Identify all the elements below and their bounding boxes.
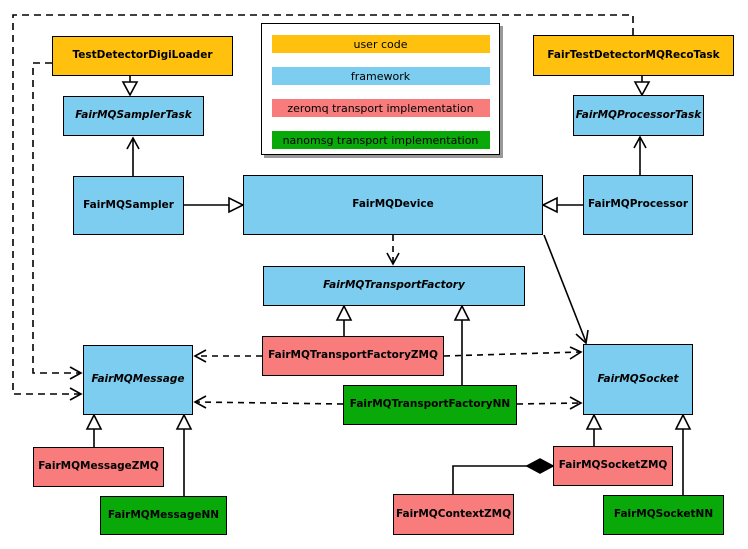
edge-association-device-socket (543, 234, 589, 345)
node-fairmq-transport-factory: FairMQTransportFactory (263, 266, 525, 306)
edge-inheritance-socketnn-socket (674, 413, 692, 495)
edge-inheritance-digiloader-samplertask (121, 76, 139, 97)
node-fairmq-message: FairMQMessage (83, 345, 193, 415)
node-fairmq-device: FairMQDevice (243, 175, 543, 235)
edge-dependency-tfnn-socket (516, 396, 583, 410)
node-fairmq-transport-factory-nn: FairMQTransportFactoryNN (343, 385, 517, 425)
legend-label-framework: framework (350, 69, 411, 83)
legend-label-nanomsg: nanomsg transport implementation (282, 133, 479, 147)
edge-inheritance-messagenn-message (175, 413, 193, 496)
edge-association-sampler-samplertask (126, 136, 140, 176)
edge-inheritance-messagezmq-message (85, 413, 103, 447)
node-fairmq-socket-nn: FairMQSocketNN (603, 495, 724, 535)
edge-inheritance-processor-device (541, 196, 583, 214)
edge-composition-contextzmq-socketzmq (452, 458, 555, 494)
node-fairmq-transport-factory-zmq: FairMQTransportFactoryZMQ (262, 336, 444, 376)
edge-dependency-device-transportfactory (386, 235, 400, 266)
edge-inheritance-tfnn-transportfactory (453, 304, 471, 385)
node-test-detector-digi-loader: TestDetectorDigiLoader (52, 36, 233, 76)
edge-association-processor-processortask (633, 135, 647, 175)
legend-item-user-code: user code (271, 35, 490, 53)
node-fair-test-detector-mq-reco-task: FairTestDetectorMQRecoTask (533, 35, 734, 76)
edge-inheritance-tfzmq-transportfactory (335, 304, 353, 336)
node-fairmq-processor-task: FairMQProcessorTask (573, 95, 704, 136)
edge-inheritance-sampler-device (184, 196, 245, 214)
edge-dependency-tfzmq-socket (443, 346, 583, 360)
edge-dependency-tfnn-message (193, 395, 344, 409)
node-fairmq-sampler: FairMQSampler (73, 176, 184, 235)
edge-inheritance-recotask-processortask (633, 76, 651, 97)
legend-item-zeromq: zeromq transport implementation (271, 99, 490, 117)
legend-box: user code framework zeromq transport imp… (261, 23, 500, 155)
edge-inheritance-socketzmq-socket (585, 413, 603, 446)
node-fairmq-message-zmq: FairMQMessageZMQ (33, 447, 164, 487)
node-fairmq-socket: FairMQSocket (583, 344, 693, 415)
node-fairmq-message-nn: FairMQMessageNN (100, 496, 227, 535)
legend-item-framework: framework (271, 67, 490, 85)
legend-item-nanomsg: nanomsg transport implementation (271, 131, 490, 149)
legend-label-zeromq: zeromq transport implementation (287, 101, 474, 115)
node-fairmq-processor: FairMQProcessor (583, 175, 693, 235)
legend-label-user-code: user code (353, 37, 408, 51)
node-fairmq-sampler-task: FairMQSamplerTask (63, 96, 204, 136)
node-fairmq-context-zmq: FairMQContextZMQ (393, 494, 514, 535)
edge-dependency-tfzmq-message (193, 349, 262, 363)
node-fairmq-socket-zmq: FairMQSocketZMQ (553, 446, 673, 486)
